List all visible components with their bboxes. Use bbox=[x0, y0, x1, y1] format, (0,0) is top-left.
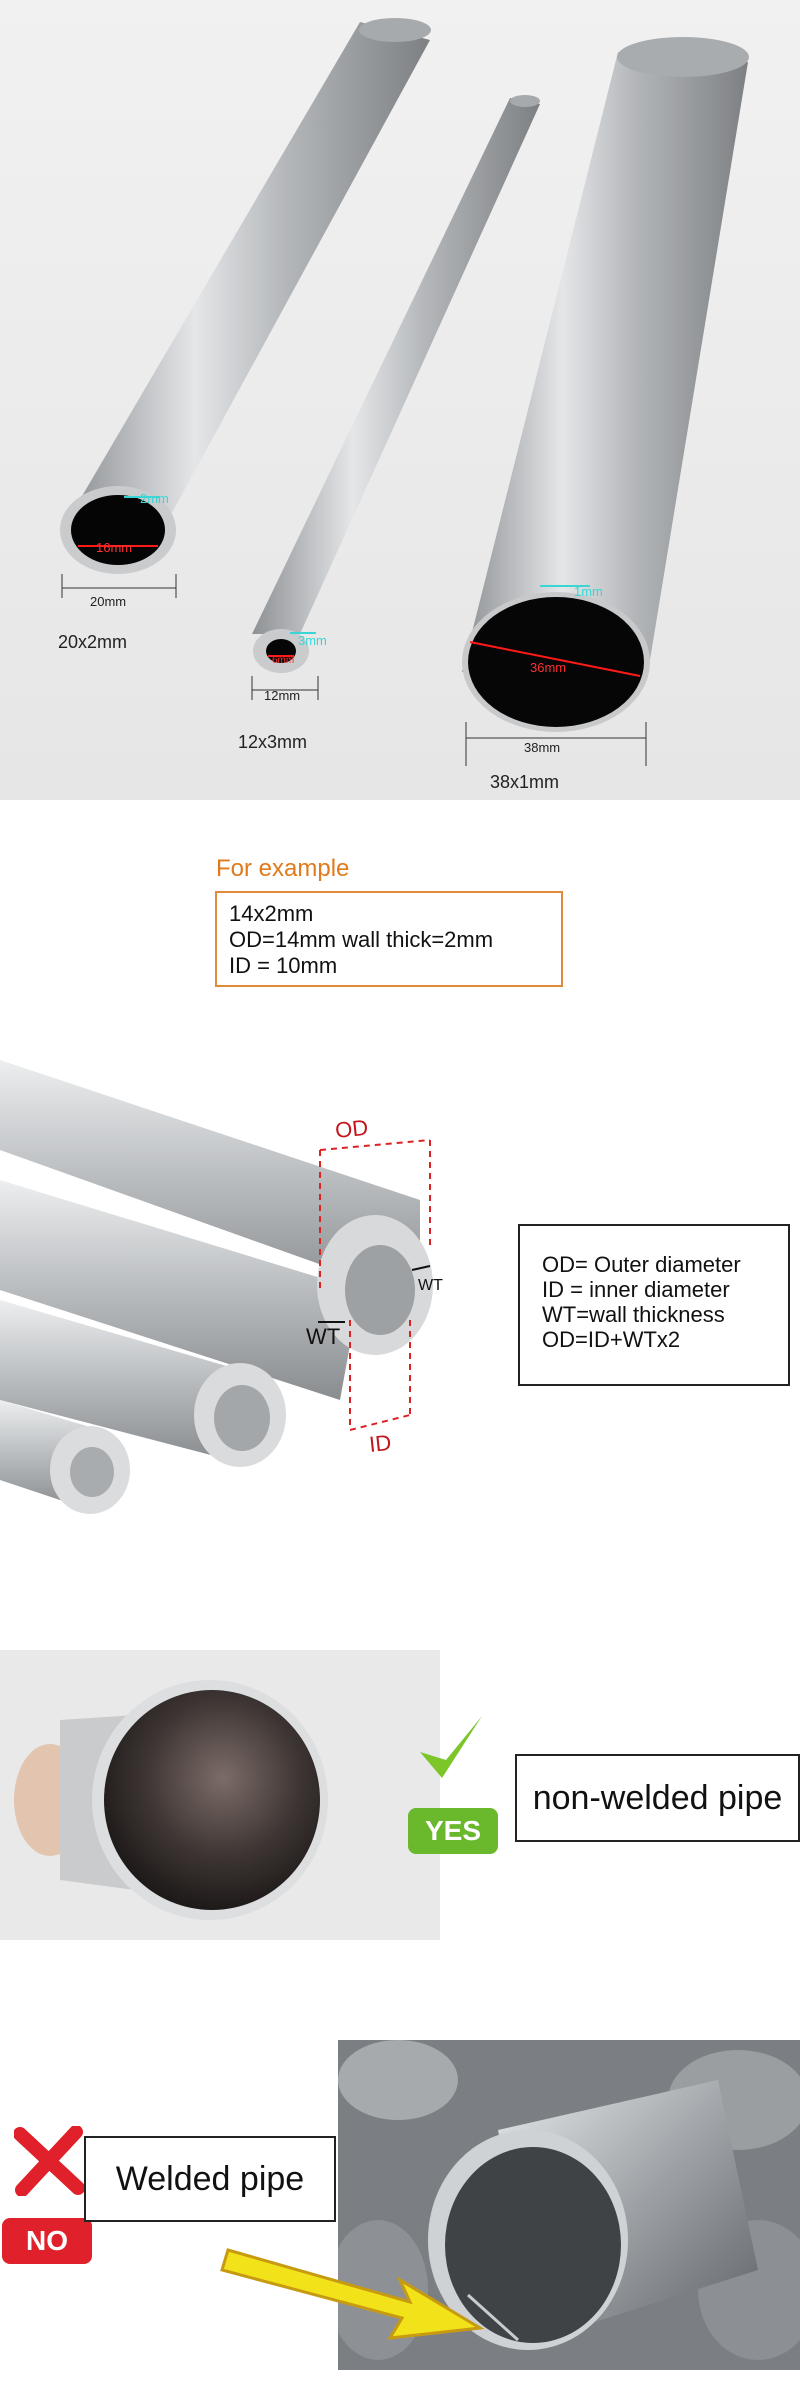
pipe-2-od-label: 12mm bbox=[264, 688, 300, 703]
cross-icon bbox=[14, 2126, 84, 2196]
welded-caption: Welded pipe bbox=[84, 2136, 336, 2222]
pipe-interior bbox=[104, 1690, 320, 1910]
example-title: For example bbox=[216, 855, 350, 882]
example-line-od: OD=14mm wall thick=2mm bbox=[229, 927, 494, 952]
pipe-1-id-label: 16mm bbox=[96, 540, 132, 555]
legend-id: ID = inner diameter bbox=[542, 1277, 730, 1302]
pipe-1-od-label: 20mm bbox=[90, 594, 126, 609]
check-icon bbox=[420, 1716, 482, 1778]
pipe-3-od-label: 38mm bbox=[524, 740, 560, 755]
example-line-id: ID = 10mm bbox=[229, 953, 338, 978]
id-label: ID bbox=[368, 1430, 392, 1457]
yes-badge: YES bbox=[408, 1808, 498, 1854]
example-line-size: 14x2mm bbox=[229, 901, 314, 926]
pipe-2-name: 12x3mm bbox=[238, 732, 307, 752]
wt-label-right: WT bbox=[418, 1277, 443, 1294]
pipe-3-name: 38x1mm bbox=[490, 772, 559, 792]
pipe-3-body bbox=[462, 52, 748, 672]
pipe-3-id-label: 36mm bbox=[530, 660, 566, 675]
non-welded-photo bbox=[0, 1650, 440, 1940]
example-box: 14x2mm OD=14mm wall thick=2mm ID = 10mm bbox=[215, 891, 563, 987]
small-pipe-hole bbox=[70, 1447, 114, 1497]
wt-label-left: WT bbox=[306, 1324, 340, 1349]
middle-pipe-hole bbox=[214, 1385, 270, 1451]
no-badge: NO bbox=[2, 2218, 92, 2264]
legend-wt: WT=wall thickness bbox=[542, 1302, 725, 1327]
pipe-1-hole bbox=[71, 495, 165, 565]
pipe-2-body bbox=[252, 98, 540, 634]
welded-section: NO Welded pipe bbox=[0, 2040, 800, 2400]
large-pipe-hole bbox=[345, 1245, 415, 1335]
welded-pipe-interior bbox=[445, 2147, 621, 2343]
non-welded-caption: non-welded pipe bbox=[515, 1754, 800, 1842]
od-label: OD bbox=[334, 1115, 369, 1143]
pipe-2-id-label: 6mm bbox=[272, 655, 294, 666]
pipe-3-hole bbox=[468, 597, 644, 727]
pipe-1-body bbox=[68, 22, 430, 520]
pipes-photo-illustration: 2mm 16mm 20mm 20x2mm 3mm 6mm 12mm 12x3mm… bbox=[0, 0, 800, 800]
non-welded-section: YES non-welded pipe bbox=[0, 1650, 800, 1950]
pipe-3-wall-label: 1mm bbox=[574, 584, 603, 599]
legend-formula: OD=ID+WTx2 bbox=[542, 1327, 681, 1352]
pipe-1-name: 20x2mm bbox=[58, 632, 127, 652]
weld-seam bbox=[466, 2293, 520, 2342]
pipes-diagram-illustration: OD ID WT WT bbox=[0, 1040, 520, 1540]
pipes-photo: 2mm 16mm 20mm 20x2mm 3mm 6mm 12mm 12x3mm… bbox=[0, 0, 800, 800]
legend-od: OD= Outer diameter bbox=[542, 1252, 741, 1277]
dimension-diagram: OD ID WT WT bbox=[0, 1040, 800, 1540]
pipe-2-wall-label: 3mm bbox=[298, 633, 327, 648]
pipe-1-wall-label: 2mm bbox=[140, 491, 169, 506]
arrow-icon bbox=[220, 2248, 485, 2340]
dimension-legend: OD= Outer diameter ID = inner diameter W… bbox=[518, 1224, 790, 1386]
